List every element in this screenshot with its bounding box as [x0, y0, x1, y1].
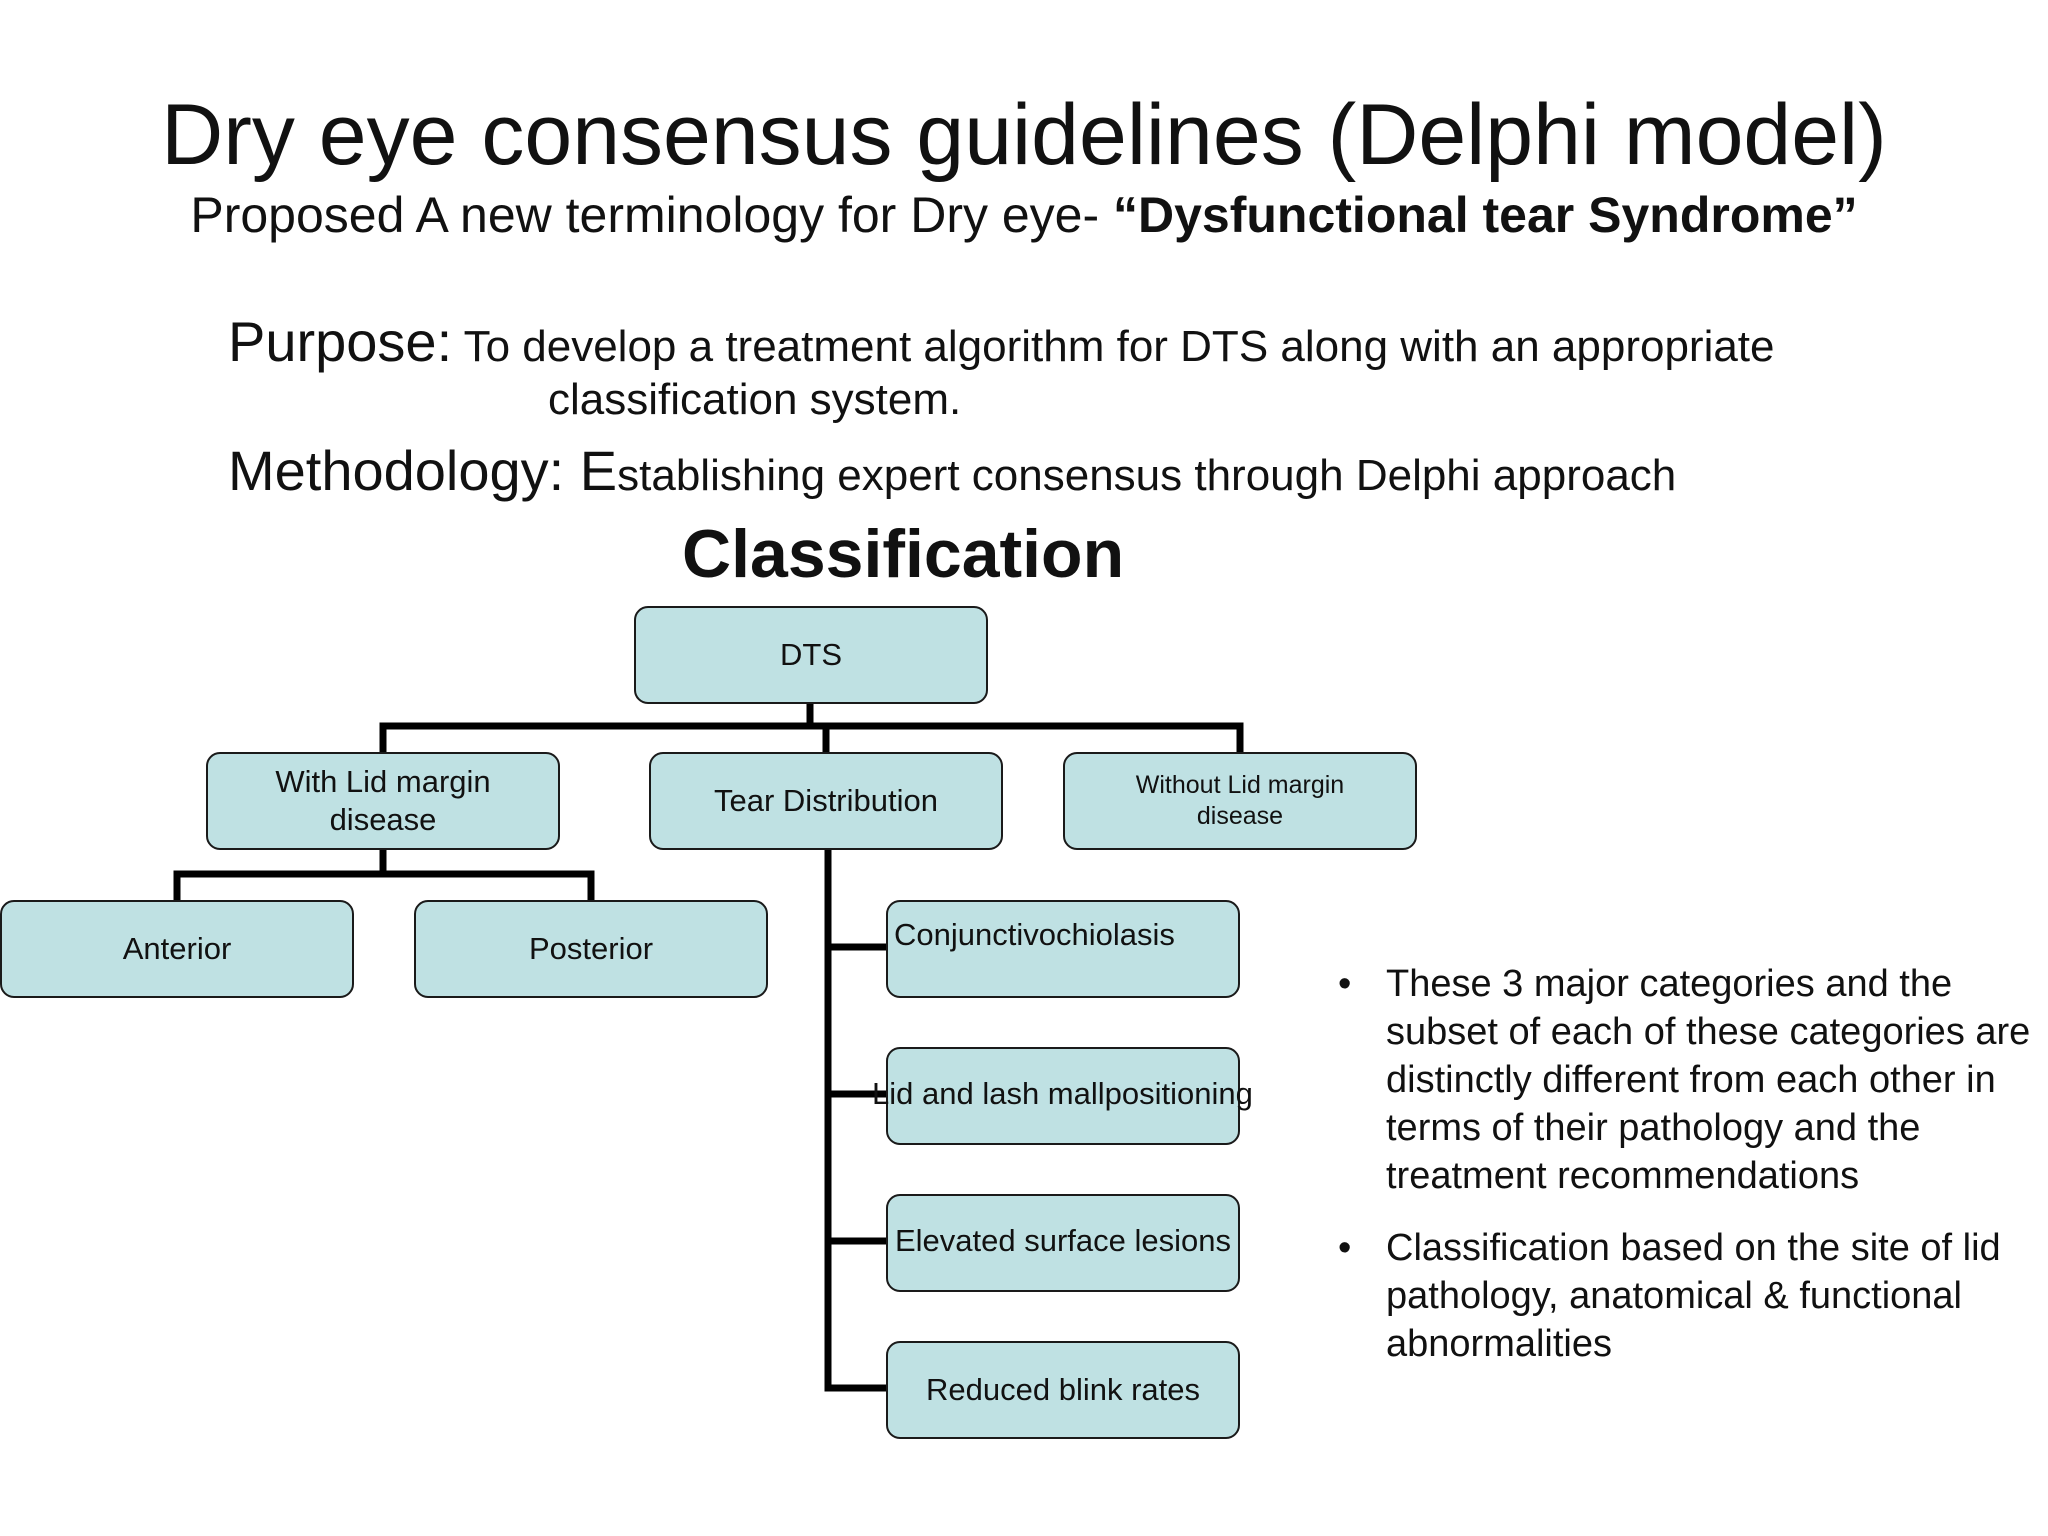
note-item: • Classification based on the site of lid… — [1338, 1224, 2038, 1368]
note-text: These 3 major categories and the subset … — [1386, 963, 2031, 1197]
node-with-lid-label: With Lid margin disease — [275, 764, 491, 837]
node-without-lid-label: Without Lid margin disease — [1135, 771, 1345, 830]
note-text: Classification based on the site of lid … — [1386, 1227, 2001, 1365]
node-posterior-label: Posterior — [528, 931, 654, 966]
classification-heading: Classification — [682, 516, 1125, 592]
purpose-line: Purpose: To develop a treatment algorith… — [228, 312, 1775, 377]
node-with-lid-margin-disease: With Lid margin disease — [206, 752, 560, 850]
node-dts: DTS — [634, 606, 988, 704]
note-item: • These 3 major categories and the subse… — [1338, 960, 2038, 1200]
node-tear-distribution-label: Tear Distribution — [714, 783, 938, 818]
node-tear-distribution: Tear Distribution — [649, 752, 1003, 850]
notes-list: • These 3 major categories and the subse… — [1338, 960, 2038, 1392]
subtitle-emphasis: “Dysfunctional tear Syndrome” — [1113, 187, 1858, 243]
node-anterior-label: Anterior — [122, 931, 232, 966]
node-dts-label: DTS — [780, 637, 842, 672]
subtitle-prefix: Proposed A new terminology for Dry eye- — [190, 187, 1114, 243]
methodology-line: Methodology: Establishing expert consens… — [228, 438, 1676, 509]
slide-title: Dry eye consensus guidelines (Delphi mod… — [161, 87, 1887, 183]
node-lid-lash-label: Lid and lash mallpositioning — [872, 1076, 1253, 1111]
node-conjunctivochiolasis: Conjunctivochiolasis — [886, 900, 1240, 998]
node-reduced-blink-rates: Reduced blink rates — [886, 1341, 1240, 1439]
node-without-lid-margin-disease: Without Lid margin disease — [1063, 752, 1417, 850]
node-lid-lash-mallpositioning: Lid and lash mallpositioning — [872, 1047, 1253, 1145]
purpose-text-continued: classification system. — [548, 375, 962, 424]
bullet-icon: • — [1338, 963, 1352, 1005]
node-elevated-label: Elevated surface lesions — [894, 1223, 1232, 1258]
methodology-label: Methodology: E — [228, 439, 618, 502]
methodology-text: stablishing expert consensus through Del… — [617, 451, 1677, 500]
node-anterior: Anterior — [0, 900, 354, 998]
subtitle: Proposed A new terminology for Dry eye- … — [0, 184, 2048, 246]
bullet-icon: • — [1338, 1227, 1352, 1269]
purpose-label: Purpose: — [228, 310, 453, 373]
node-conjunctivochiolasis-label: Conjunctivochiolasis — [894, 917, 1175, 952]
node-reduced-blink-label: Reduced blink rates — [926, 1372, 1200, 1407]
purpose-text: To develop a treatment algorithm for DTS… — [452, 322, 1775, 371]
node-posterior: Posterior — [414, 900, 768, 998]
node-elevated-surface-lesions: Elevated surface lesions — [886, 1194, 1240, 1292]
